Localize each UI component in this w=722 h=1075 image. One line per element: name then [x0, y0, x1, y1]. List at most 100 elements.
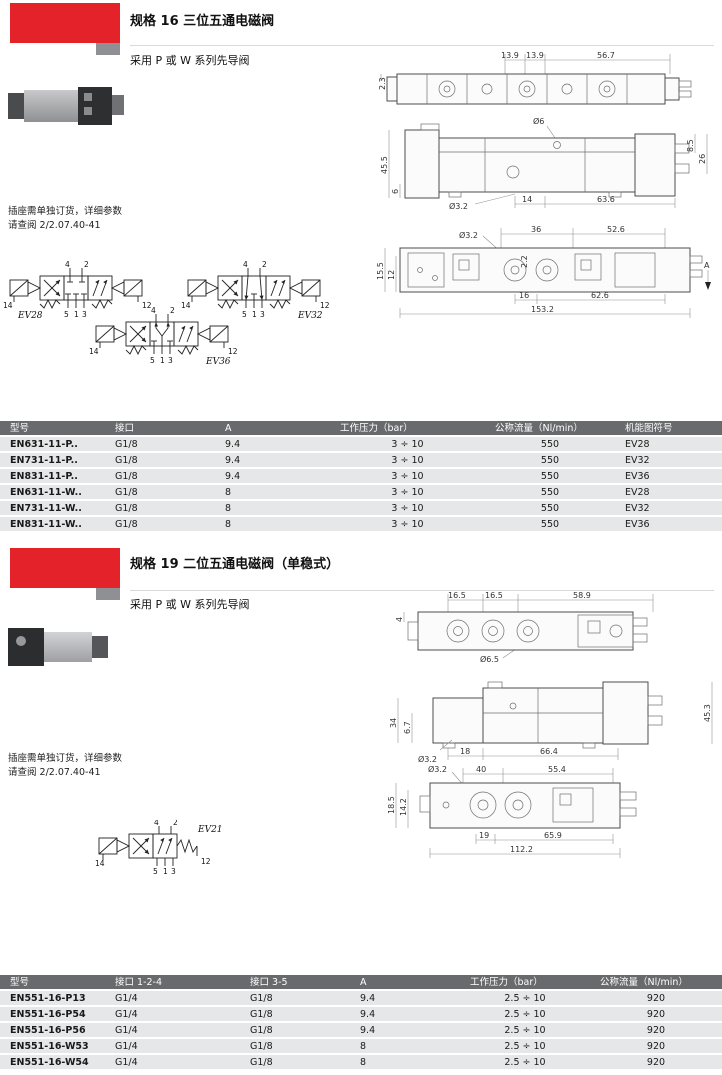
port-label-12: 12	[228, 347, 238, 356]
table-cell: EV28	[615, 485, 722, 501]
table-cell: G1/8	[240, 1039, 350, 1055]
brand-gray-tab	[96, 588, 120, 600]
table-cell: G1/8	[240, 1007, 350, 1023]
port-label-3: 3	[82, 310, 87, 319]
drawing-spec16-bottom-view: Ø3.2 36 52.6	[376, 225, 711, 318]
table-cell: 9.4	[215, 453, 330, 469]
dim-label: 15.5	[376, 262, 385, 280]
dim-label: 26	[698, 154, 707, 164]
table-cell: 9.4	[215, 469, 330, 485]
port-label-3: 3	[260, 310, 265, 319]
divider	[130, 45, 714, 46]
table-cell: 8	[215, 517, 330, 533]
dimension-lines	[397, 682, 713, 760]
table-cell: 8	[350, 1055, 460, 1071]
dim-label: 58.9	[573, 591, 591, 600]
table-cell: G1/4	[105, 1039, 240, 1055]
table-cell: 2.5 ÷ 10	[460, 1023, 590, 1039]
table-cell: EN831-11-W..	[0, 517, 105, 533]
dim-label: Ø3.2	[418, 754, 437, 764]
table-cell: 9.4	[350, 1007, 460, 1023]
table-cell: EN551-16-P54	[0, 1007, 105, 1023]
table-cell: 9.4	[350, 1023, 460, 1039]
table-cell: 9.4	[215, 437, 330, 453]
table-cell: A	[215, 421, 330, 437]
table-cell: 2.5 ÷ 10	[460, 1007, 590, 1023]
symbol-code-ev21: EV21	[197, 825, 223, 835]
table-cell: 3 ÷ 10	[330, 485, 485, 501]
table-cell: 550	[485, 517, 615, 533]
dim-label: 62.6	[591, 291, 609, 300]
port-label-1: 1	[160, 356, 165, 365]
table-cell: 2.5 ÷ 10	[460, 1039, 590, 1055]
dim-label: 6	[391, 189, 400, 194]
port-label-4: 4	[243, 260, 248, 269]
table-cell: 工作压力（bar）	[460, 975, 590, 991]
note-line-1: 插座需单独订货，详细参数	[8, 753, 123, 764]
table-cell: G1/8	[105, 517, 215, 533]
table-cell: G1/8	[105, 453, 215, 469]
dim-label: 14.2	[399, 798, 408, 816]
dim-label: 12	[387, 270, 396, 280]
dim-label: 18.5	[388, 796, 396, 814]
symbol-code-ev36: EV36	[205, 357, 231, 366]
table-cell: EV32	[615, 453, 722, 469]
table-cell: G1/4	[105, 991, 240, 1007]
table-cell: 2.5 ÷ 10	[460, 1055, 590, 1071]
table-cell: G1/8	[240, 991, 350, 1007]
dim-label: 153.2	[531, 305, 554, 314]
dim-label: Ø3.2	[459, 230, 478, 240]
divider	[130, 590, 714, 591]
table-cell: G1/8	[105, 501, 215, 517]
table-cell: G1/8	[105, 469, 215, 485]
table-cell: 接口 1-2-4	[105, 975, 240, 991]
table-cell: 8	[215, 501, 330, 517]
port-label-4: 4	[151, 306, 156, 315]
circuit-symbol-ev32: 4 2 5 1 3 14 12 EV32	[181, 260, 330, 320]
valve-symbol-5-2	[98, 826, 198, 866]
port-label-14: 14	[89, 347, 99, 356]
dim-label: Ø6	[533, 116, 544, 126]
valve-symbol-5-3-open	[187, 268, 321, 310]
valve-front-body	[432, 681, 663, 749]
table-cell: 8	[215, 485, 330, 501]
table-cell: 9.4	[350, 991, 460, 1007]
dim-label: 56.7	[597, 51, 615, 60]
section2-title: 规格 19 二位五通电磁阀（单稳式）	[130, 557, 340, 572]
dim-label: A	[704, 261, 710, 270]
circuit-symbol-ev28: 4 2 5 1 3 14 12 EV28	[3, 260, 152, 320]
table-cell: EN631-11-P..	[0, 437, 105, 453]
dim-label: 34	[389, 718, 398, 728]
port-label-1: 1	[74, 310, 79, 319]
dim-label: 63.6	[597, 195, 615, 204]
port-label-1: 1	[252, 310, 257, 319]
table-cell: 型号	[0, 975, 105, 991]
table-cell: EV32	[615, 501, 722, 517]
dim-label: 2.3	[378, 77, 387, 90]
photo-connector-pin	[84, 93, 92, 101]
dim-label: 2.2	[520, 255, 529, 268]
dimension-lines	[395, 783, 621, 858]
table-cell: 920	[590, 1023, 722, 1039]
table-cell: G1/4	[105, 1055, 240, 1071]
dim-label: Ø3.2	[428, 764, 447, 774]
dim-label: 6.7	[403, 721, 412, 734]
table-cell: 550	[485, 453, 615, 469]
port-label-12: 12	[201, 857, 211, 866]
valve-bottom-body	[419, 782, 637, 829]
port-label-1: 1	[163, 867, 168, 875]
port-label-3: 3	[171, 867, 176, 875]
valve-island-body	[386, 73, 692, 105]
photo-valve-body	[24, 90, 78, 122]
table-cell: 2.5 ÷ 10	[460, 991, 590, 1007]
table-cell: EN551-16-W53	[0, 1039, 105, 1055]
table-cell: G1/8	[105, 437, 215, 453]
section1-title: 规格 16 三位五通电磁阀	[130, 14, 275, 29]
symbol-code-ev28: EV28	[17, 311, 43, 320]
